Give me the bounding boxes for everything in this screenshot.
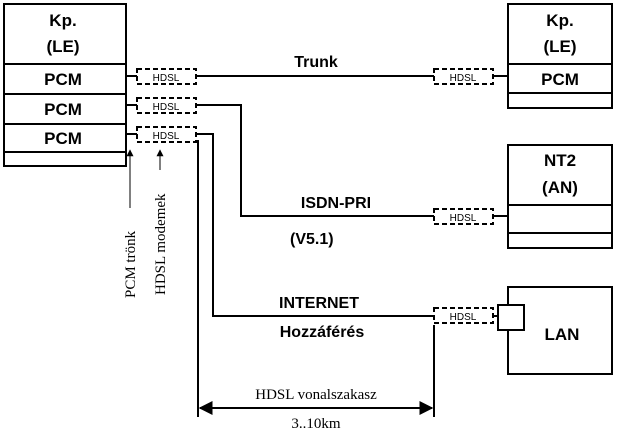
- pcm-trunk-annotation: PCM trönk: [123, 149, 139, 298]
- pcm-trunk-label: PCM trönk: [123, 230, 139, 298]
- hdsl-modems-annotation: HDSL modemek: [153, 149, 169, 295]
- isdn-line: [196, 104, 434, 217]
- left-exchange-subtitle: (LE): [46, 37, 79, 56]
- left-exchange-title: Kp.: [49, 11, 76, 30]
- nt2-box: [507, 144, 613, 249]
- lan-label: LAN: [545, 325, 580, 344]
- hdsl-modem-left-1: HDSL: [136, 68, 197, 85]
- nt2-title: NT2: [544, 151, 576, 170]
- isdn-v51-label: (V5.1): [290, 231, 334, 248]
- right-pcm-port: PCM: [541, 70, 579, 89]
- hdsl-span-dimension: HDSL vonalszakasz 3..10km: [198, 387, 434, 431]
- hdsl-modem-right-isdn: HDSL: [433, 208, 494, 225]
- nt2-subtitle: (AN): [542, 178, 578, 197]
- left-pcm-port-3: PCM: [44, 129, 82, 148]
- span-distance: 3..10km: [291, 416, 341, 431]
- lan-box: [507, 286, 613, 375]
- internet-line: [196, 133, 434, 317]
- svg-text:HDSL: HDSL: [153, 73, 180, 84]
- svg-text:HDSL: HDSL: [450, 73, 477, 84]
- hdsl-modems-label: HDSL modemek: [153, 193, 169, 295]
- svg-text:HDSL: HDSL: [450, 213, 477, 224]
- hdsl-modems: HDSL HDSL HDSL HDSL HDSL HDSL: [136, 68, 494, 324]
- left-pcm-port-1: PCM: [44, 70, 82, 89]
- isdn-pri-label: ISDN-PRI: [301, 195, 371, 212]
- right-exchange: Kp. (LE) PCM: [507, 3, 613, 109]
- svg-text:HDSL: HDSL: [450, 312, 477, 323]
- left-exchange: Kp. (LE) PCM PCM PCM: [3, 3, 127, 167]
- right-exchange-box: [507, 3, 613, 109]
- connection-lines: [126, 75, 508, 417]
- svg-text:HDSL: HDSL: [153, 102, 180, 113]
- hdsl-modem-right-internet: HDSL: [433, 307, 494, 324]
- span-label: HDSL vonalszakasz: [255, 387, 377, 403]
- access-label: Hozzáférés: [280, 324, 365, 341]
- lan-port: [497, 304, 525, 331]
- right-exchange-subtitle: (LE): [543, 37, 576, 56]
- hdsl-modem-right-trunk: HDSL: [433, 68, 494, 85]
- nt2-access-node: NT2 (AN): [507, 144, 613, 249]
- right-exchange-title: Kp.: [546, 11, 573, 30]
- lan-node: LAN: [497, 286, 613, 375]
- hdsl-modem-left-2: HDSL: [136, 97, 197, 114]
- svg-text:HDSL: HDSL: [153, 131, 180, 142]
- left-pcm-port-2: PCM: [44, 100, 82, 119]
- hdsl-modem-left-3: HDSL: [136, 126, 197, 143]
- left-exchange-box: [3, 3, 127, 167]
- internet-label: INTERNET: [279, 295, 359, 312]
- trunk-label: Trunk: [294, 54, 338, 71]
